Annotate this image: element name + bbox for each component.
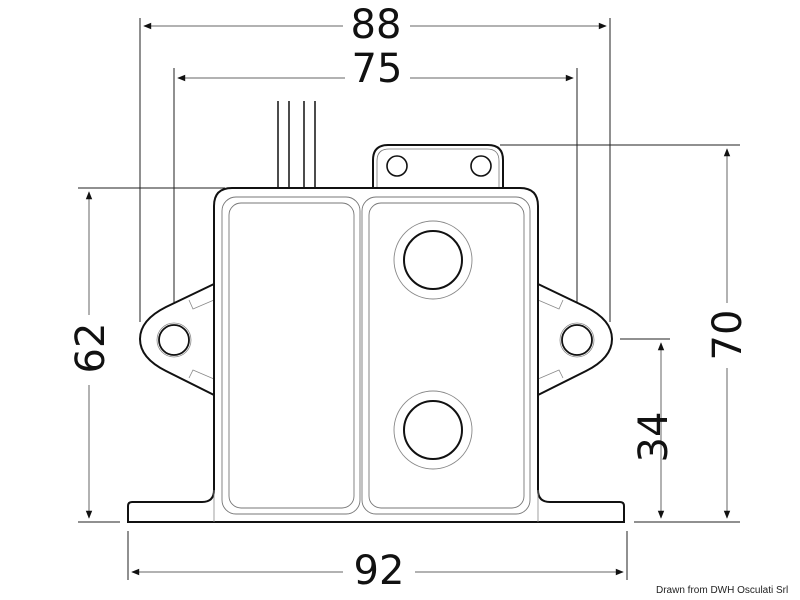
dim-75-label: 75: [352, 46, 403, 92]
lower-port: [393, 390, 473, 470]
extension-lines: [78, 18, 740, 580]
right-mounting-ear: [537, 283, 614, 396]
drawing-credit: Drawn from DWH Osculati Srl: [656, 585, 789, 596]
left-mounting-ear: [138, 283, 215, 396]
wire-leads: [277, 101, 316, 188]
top-bracket: [372, 144, 504, 188]
upper-port: [393, 220, 473, 300]
left-mounting-hole: [158, 324, 190, 356]
bracket-hole-left: [386, 155, 408, 177]
dim-34-label: 34: [631, 412, 677, 463]
dim-88-label: 88: [351, 2, 402, 48]
bracket-hole-right: [470, 155, 492, 177]
main-housing: [127, 187, 625, 523]
dim-70-label: 70: [705, 310, 751, 361]
dim-92-label: 92: [354, 548, 405, 594]
right-mounting-hole: [561, 324, 593, 356]
left-panel: [221, 196, 361, 515]
right-panel: [361, 196, 531, 515]
dim-62-label: 62: [68, 323, 114, 374]
dimension-lines: [85, 22, 731, 576]
